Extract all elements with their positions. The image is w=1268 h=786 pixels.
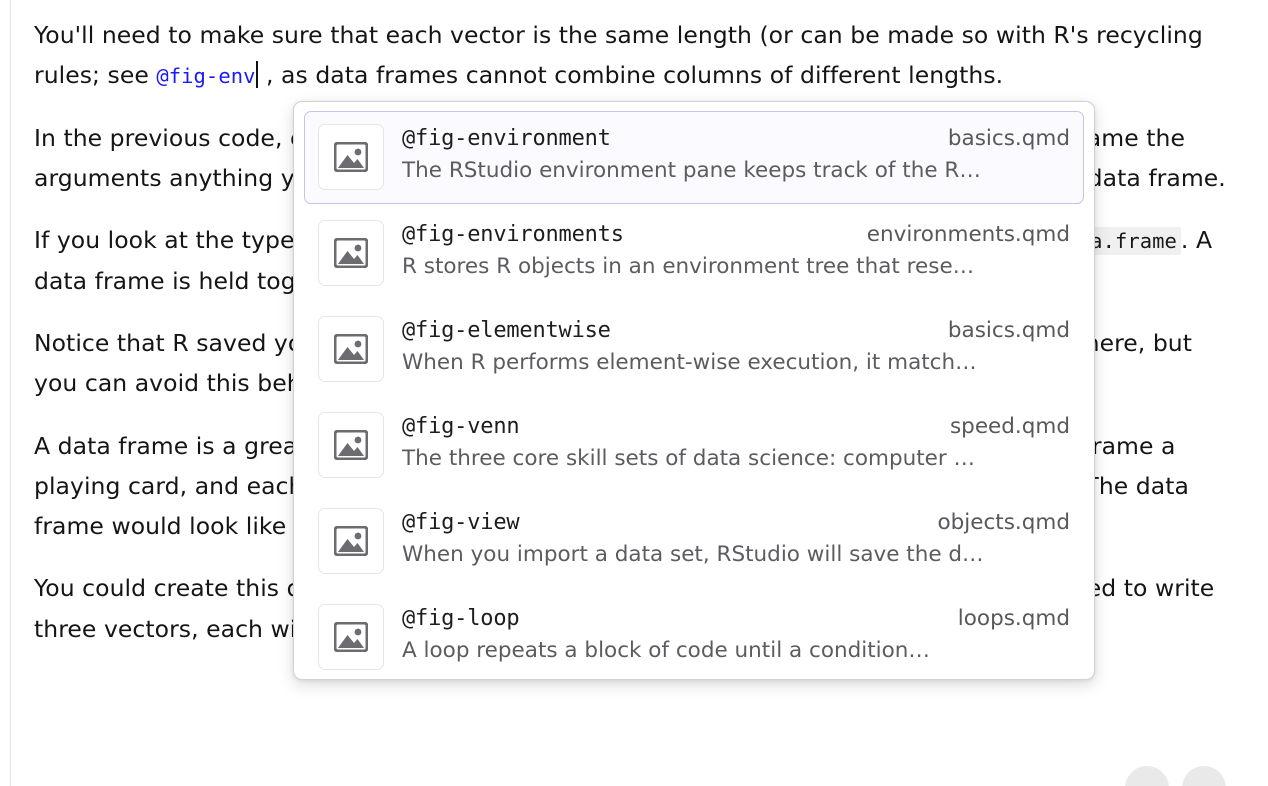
- cross-reference-token[interactable]: @fig-env: [156, 63, 256, 88]
- autocomplete-item-file: basics.qmd: [947, 126, 1070, 151]
- image-placeholder-icon: [318, 508, 384, 574]
- text-run: , as data frames cannot combine columns …: [258, 60, 1004, 89]
- autocomplete-item-key: @fig-environment: [402, 126, 611, 151]
- autocomplete-item-header: @fig-view objects.qmd: [402, 510, 1070, 535]
- image-placeholder-icon: [318, 124, 384, 190]
- image-placeholder-icon: [318, 316, 384, 382]
- image-placeholder-icon: [318, 220, 384, 286]
- editor-gutter-rule: [10, 0, 11, 786]
- autocomplete-item-header: @fig-loop loops.qmd: [402, 606, 1070, 631]
- autocomplete-item-description: The RStudio environment pane keeps track…: [402, 158, 981, 183]
- autocomplete-item-key: @fig-environments: [402, 222, 624, 247]
- autocomplete-item-key: @fig-loop: [402, 606, 520, 631]
- autocomplete-item-key: @fig-elementwise: [402, 318, 611, 343]
- autocomplete-item-header: @fig-elementwise basics.qmd: [402, 318, 1070, 343]
- autocomplete-item-file: environments.qmd: [866, 222, 1070, 247]
- autocomplete-item-file: basics.qmd: [947, 318, 1070, 343]
- autocomplete-item-body: @fig-loop loops.qmd A loop repeats a block…: [402, 604, 1070, 663]
- autocomplete-item-body: @fig-environments environments.qmd R store…: [402, 220, 1070, 279]
- fab-right[interactable]: [1182, 766, 1226, 786]
- paragraph-p1: You'll need to make sure that each vecto…: [34, 16, 1234, 97]
- autocomplete-item-key: @fig-view: [402, 510, 520, 535]
- text-run: You'll need to make sure that each vecto…: [34, 21, 1203, 89]
- autocomplete-item-file: loops.qmd: [957, 606, 1070, 631]
- autocomplete-item-header: @fig-environment basics.qmd: [402, 126, 1070, 151]
- autocomplete-item[interactable]: @fig-loop loops.qmd A loop repeats a block…: [304, 591, 1084, 679]
- autocomplete-item-file: objects.qmd: [937, 510, 1070, 535]
- fab-left[interactable]: [1125, 766, 1169, 786]
- autocomplete-item-file: speed.qmd: [949, 414, 1070, 439]
- autocomplete-item-header: @fig-environments environments.qmd: [402, 222, 1070, 247]
- autocomplete-item-header: @fig-venn speed.qmd: [402, 414, 1070, 439]
- autocomplete-item-description: When you import a data set, RStudio will…: [402, 542, 984, 567]
- autocomplete-item-description: The three core skill sets of data scienc…: [402, 446, 976, 471]
- text-cursor: [255, 60, 258, 88]
- image-placeholder-icon: [318, 412, 384, 478]
- autocomplete-item[interactable]: @fig-environments environments.qmd R store…: [304, 207, 1084, 300]
- autocomplete-item-key: @fig-venn: [402, 414, 520, 439]
- autocomplete-item-description: R stores R objects in an environment tre…: [402, 254, 975, 279]
- autocomplete-item-description: When R performs element-wise execution, …: [402, 350, 977, 375]
- image-placeholder-icon: [318, 604, 384, 670]
- autocomplete-item-description: A loop repeats a block of code until a c…: [402, 638, 930, 663]
